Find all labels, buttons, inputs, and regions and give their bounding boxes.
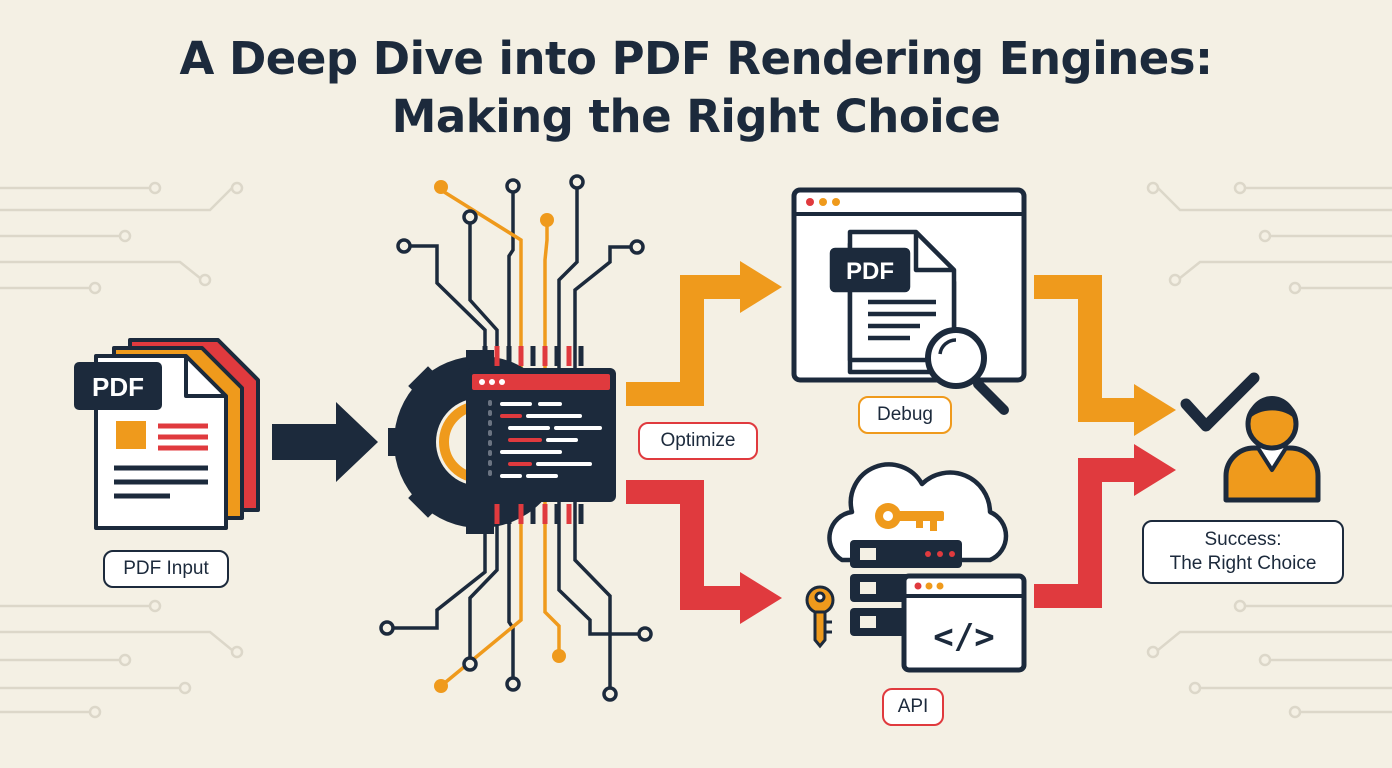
background-circuit-left <box>0 181 244 719</box>
checkmark-icon <box>1180 372 1260 432</box>
background-circuit-right <box>1146 181 1392 719</box>
pdf-stack-icon: PDF <box>74 338 260 530</box>
optimize-label: Optimize <box>638 422 758 460</box>
side-key-icon <box>805 585 835 649</box>
code-symbol-text: </> <box>933 617 994 657</box>
api-code-window-icon: </> <box>901 573 1027 673</box>
api-label: API <box>882 688 944 726</box>
input-arrow <box>272 402 378 482</box>
arrow-to-debug <box>626 261 782 406</box>
arrow-api-to-success <box>1034 444 1176 608</box>
success-label-line-2: The Right Choice <box>1169 553 1317 574</box>
debug-label: Debug <box>858 396 952 434</box>
arrow-to-api <box>626 480 782 624</box>
title-line-1: A Deep Dive into PDF Rendering Engines: <box>179 32 1213 85</box>
user-avatar-icon <box>1223 396 1321 503</box>
magnifier-icon <box>925 327 1009 415</box>
debug-pdf-badge-text: PDF <box>846 258 894 285</box>
success-label-line-1: Success: <box>1204 529 1282 550</box>
success-label: Success: The Right Choice <box>1142 520 1344 584</box>
processor-circuit-lines <box>379 174 653 702</box>
debug-browser-icon: PDF <box>791 187 1027 415</box>
page-title: A Deep Dive into PDF Rendering Engines: … <box>0 30 1392 146</box>
arrow-debug-to-success <box>1034 275 1176 436</box>
pdf-stack-badge-text: PDF <box>92 372 144 402</box>
title-line-2: Making the Right Choice <box>391 90 1001 143</box>
pdf-input-label: PDF Input <box>103 550 229 588</box>
code-window-icon <box>466 368 616 502</box>
processor-pins <box>482 346 584 524</box>
cloud-key-icon <box>875 503 944 531</box>
